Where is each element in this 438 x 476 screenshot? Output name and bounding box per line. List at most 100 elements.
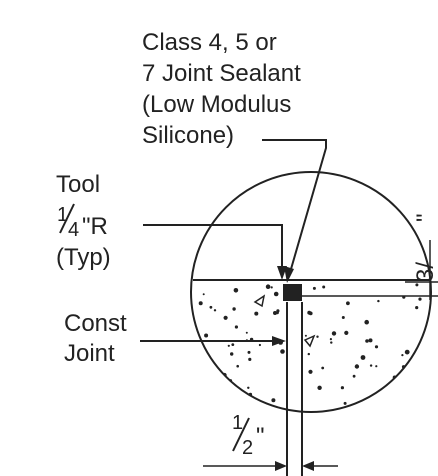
- stipple-dot: [280, 349, 285, 354]
- stipple-dot: [340, 386, 344, 390]
- stipple-dot: [322, 285, 326, 289]
- stipple-dot: [377, 299, 380, 303]
- aggregate-triangle: [303, 334, 316, 348]
- stipple-dot: [194, 360, 197, 364]
- stipple-dot: [343, 401, 347, 405]
- stipple-dot: [271, 398, 276, 403]
- stipple-dot: [258, 343, 261, 347]
- sealant-label-line4: Silicone): [142, 122, 234, 149]
- tool-fraction-bar: [59, 203, 75, 234]
- stipple-dot: [364, 319, 370, 325]
- stipple-dot: [248, 357, 252, 361]
- sealant-block: [283, 284, 302, 301]
- dim-bottom-arrow-right: [302, 461, 314, 471]
- joint-leader-arrow: [272, 336, 286, 346]
- stipple-dot: [265, 284, 271, 290]
- stipple-dot: [415, 283, 419, 287]
- stipple-dot: [330, 341, 333, 344]
- stipple-dot: [329, 338, 332, 341]
- stipple-dot: [273, 311, 277, 315]
- stipple-dot: [273, 291, 279, 297]
- sealant-leader: [262, 139, 327, 277]
- stipple-dot: [234, 325, 238, 329]
- stipple-dot: [210, 403, 215, 408]
- tool-leader: [143, 224, 283, 270]
- stipple-dot: [422, 338, 427, 344]
- dim-bottom-label: 1 2 ": [232, 412, 265, 459]
- joint-label: Const Joint: [64, 310, 127, 367]
- tool-label: Tool 1 4 "R (Typ): [56, 171, 111, 271]
- stipple-dot: [204, 333, 209, 338]
- joint-label-line2: Joint: [64, 340, 115, 367]
- stipple-dot: [331, 331, 337, 336]
- tool-label-line1: Tool: [56, 171, 100, 198]
- stipple-dot: [415, 306, 419, 310]
- stipple-dot: [341, 316, 345, 319]
- dim-bottom-unit: ": [256, 423, 265, 450]
- stipple-dot: [417, 393, 421, 397]
- stipple-dot: [254, 311, 259, 316]
- stipple-dot: [209, 305, 213, 309]
- stipple-dot: [307, 310, 312, 315]
- dim-right-text: 3/: [412, 262, 438, 282]
- stipple-dot: [377, 394, 381, 398]
- stipple-dot: [198, 301, 203, 306]
- dim-bottom-fraction-bar: [232, 417, 250, 452]
- stipple-dot: [236, 364, 239, 368]
- stipple-dot: [344, 330, 349, 335]
- sealant-label-line3: (Low Modulus: [142, 91, 291, 118]
- stipple-dot: [321, 366, 325, 370]
- stipple-dot: [375, 365, 378, 368]
- stipple-dot: [360, 355, 366, 360]
- sealant-leader-arrow: [284, 266, 294, 283]
- dim-right-unit: ": [412, 213, 438, 222]
- stipple-dot: [368, 338, 373, 343]
- stipple-dot: [232, 405, 237, 409]
- stipple-dot: [245, 331, 248, 334]
- dim-bottom-arrow-left: [275, 461, 287, 471]
- stipple-dot: [230, 352, 234, 356]
- stipple-dot: [231, 343, 235, 346]
- stipple-dot: [304, 334, 307, 337]
- stipple-dot: [365, 339, 369, 343]
- stipple-dot: [418, 297, 422, 301]
- stipple-dot: [401, 354, 404, 357]
- stipple-dot: [374, 345, 379, 349]
- stipple-dot: [200, 349, 204, 353]
- dim-bottom-den: 2: [242, 437, 253, 459]
- stipple-dot: [391, 402, 397, 408]
- sealant-label-line2: 7 Joint Sealant: [142, 60, 301, 87]
- stipple-dot: [202, 293, 205, 296]
- stipple-dot: [227, 344, 230, 347]
- stipple-dot: [270, 286, 273, 289]
- stipple-dot: [213, 309, 217, 312]
- aggregate-triangle: [253, 294, 266, 308]
- sealant-label-line1: Class 4, 5 or: [142, 29, 277, 56]
- tool-leader-arrow: [277, 266, 287, 280]
- stipple-dot: [399, 401, 403, 404]
- concrete-stipple: [194, 283, 427, 409]
- joint-label-line1: Const: [64, 310, 127, 337]
- stipple-dot: [412, 382, 417, 386]
- stipple-dot: [369, 364, 373, 367]
- tool-label-line3: (Typ): [56, 244, 111, 271]
- stipple-dot: [404, 349, 410, 355]
- stipple-dot: [211, 392, 215, 396]
- stipple-dot: [307, 352, 310, 356]
- tool-fraction-num: 1: [57, 204, 68, 226]
- stipple-dot: [308, 369, 313, 374]
- stipple-dot: [200, 357, 204, 361]
- tool-radius-unit: "R: [82, 213, 108, 240]
- stipple-dot: [346, 301, 350, 306]
- stipple-dot: [352, 374, 356, 378]
- stipple-dot: [317, 385, 322, 390]
- stipple-dot: [223, 315, 228, 320]
- stipple-dot: [232, 307, 236, 311]
- detail-circle: [190, 171, 432, 413]
- tool-fraction-den: 4: [68, 219, 79, 241]
- stipple-dot: [247, 386, 250, 389]
- stipple-dot: [316, 335, 319, 338]
- dim-bottom-num: 1: [232, 412, 243, 434]
